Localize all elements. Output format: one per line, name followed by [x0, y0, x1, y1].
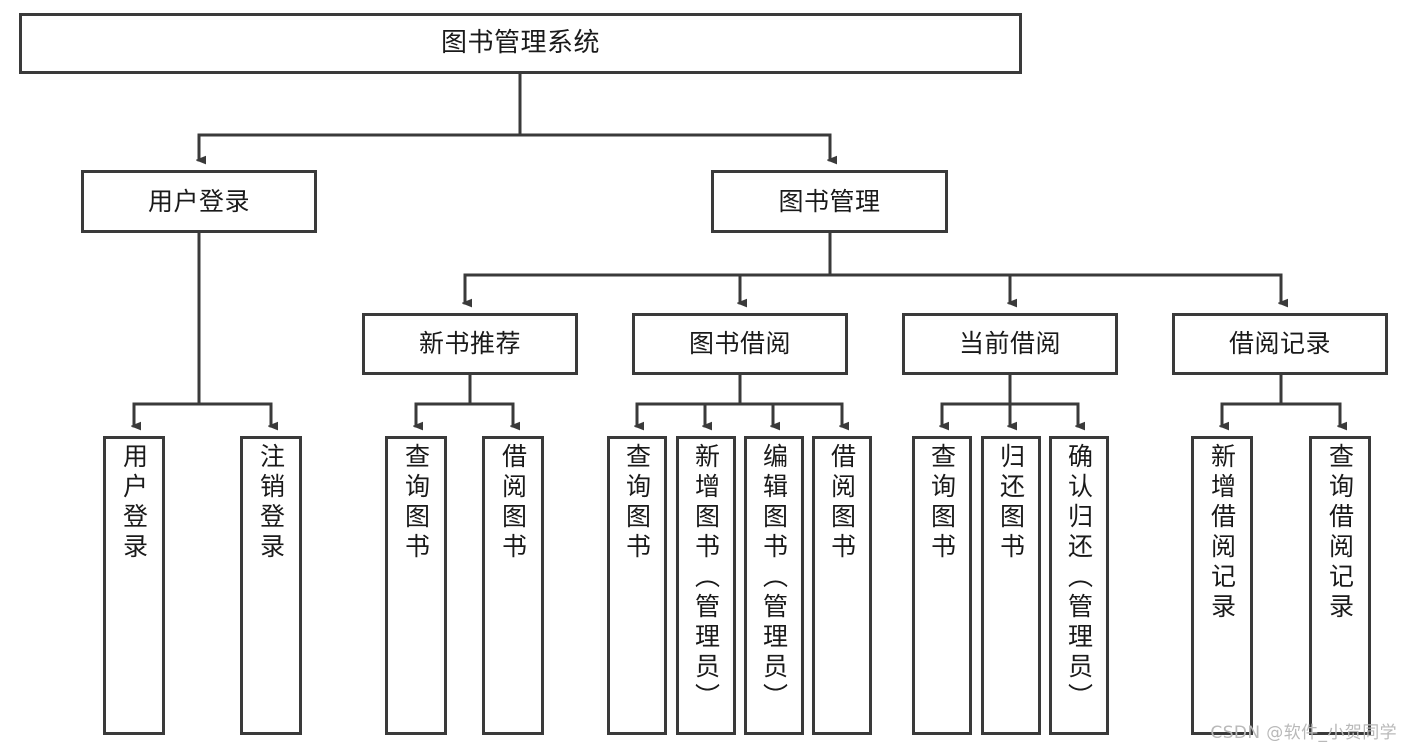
node-user-login[interactable]: 用户登录 [81, 170, 317, 233]
node-book-management[interactable]: 图书管理 [711, 170, 948, 233]
leaf-add-book[interactable]: 新增图书（管理员） [676, 436, 736, 735]
leaf-user-login[interactable]: 用户登录 [103, 436, 165, 735]
leaf-confirm-return[interactable]: 确认归还（管理员） [1049, 436, 1109, 735]
leaf-borrow-book[interactable]: 借阅图书 [812, 436, 872, 735]
node-book-borrow[interactable]: 图书借阅 [632, 313, 848, 375]
node-borrow-record[interactable]: 借阅记录 [1172, 313, 1388, 375]
leaf-query-book-recommend[interactable]: 查询图书 [385, 436, 447, 735]
leaf-return-book[interactable]: 归还图书 [981, 436, 1041, 735]
node-label: 查询图书 [622, 443, 652, 563]
leaf-edit-book[interactable]: 编辑图书（管理员） [744, 436, 804, 735]
node-label: 借阅图书 [827, 443, 857, 563]
node-current-borrow[interactable]: 当前借阅 [902, 313, 1118, 375]
node-label: 注销登录 [256, 443, 286, 563]
node-label: 用户登录 [147, 186, 250, 216]
watermark-text: CSDN @软件_小贺同学 [1210, 723, 1397, 743]
node-label: 图书管理 [778, 186, 881, 216]
node-label: 查询借阅记录 [1325, 443, 1355, 623]
leaf-borrow-book-recommend[interactable]: 借阅图书 [482, 436, 544, 735]
leaf-query-book-current[interactable]: 查询图书 [912, 436, 972, 735]
csdn-watermark: CSDN @软件_小贺同学 [1210, 718, 1397, 743]
leaf-query-borrow-record[interactable]: 查询借阅记录 [1309, 436, 1371, 735]
node-label: 新增借阅记录 [1207, 443, 1237, 623]
node-label: 当前借阅 [958, 329, 1061, 358]
leaf-query-book-borrow[interactable]: 查询图书 [607, 436, 667, 735]
node-label: 归还图书 [996, 443, 1026, 563]
node-label: 编辑图书（管理员） [759, 443, 789, 713]
node-label: 确认归还（管理员） [1064, 443, 1094, 713]
node-label: 借阅图书 [498, 443, 528, 563]
node-label: 新书推荐 [418, 329, 521, 358]
node-label: 查询图书 [927, 443, 957, 563]
node-label: 新增图书（管理员） [691, 443, 721, 713]
leaf-add-borrow-record[interactable]: 新增借阅记录 [1191, 436, 1253, 735]
node-book-management-system[interactable]: 图书管理系统 [19, 13, 1022, 74]
node-new-book-recommend[interactable]: 新书推荐 [362, 313, 578, 375]
node-label: 查询图书 [401, 443, 431, 563]
node-label: 图书借阅 [688, 329, 791, 358]
leaf-logout[interactable]: 注销登录 [240, 436, 302, 735]
node-label: 用户登录 [119, 443, 149, 563]
node-label: 借阅记录 [1228, 329, 1331, 358]
node-label: 图书管理系统 [440, 27, 600, 58]
